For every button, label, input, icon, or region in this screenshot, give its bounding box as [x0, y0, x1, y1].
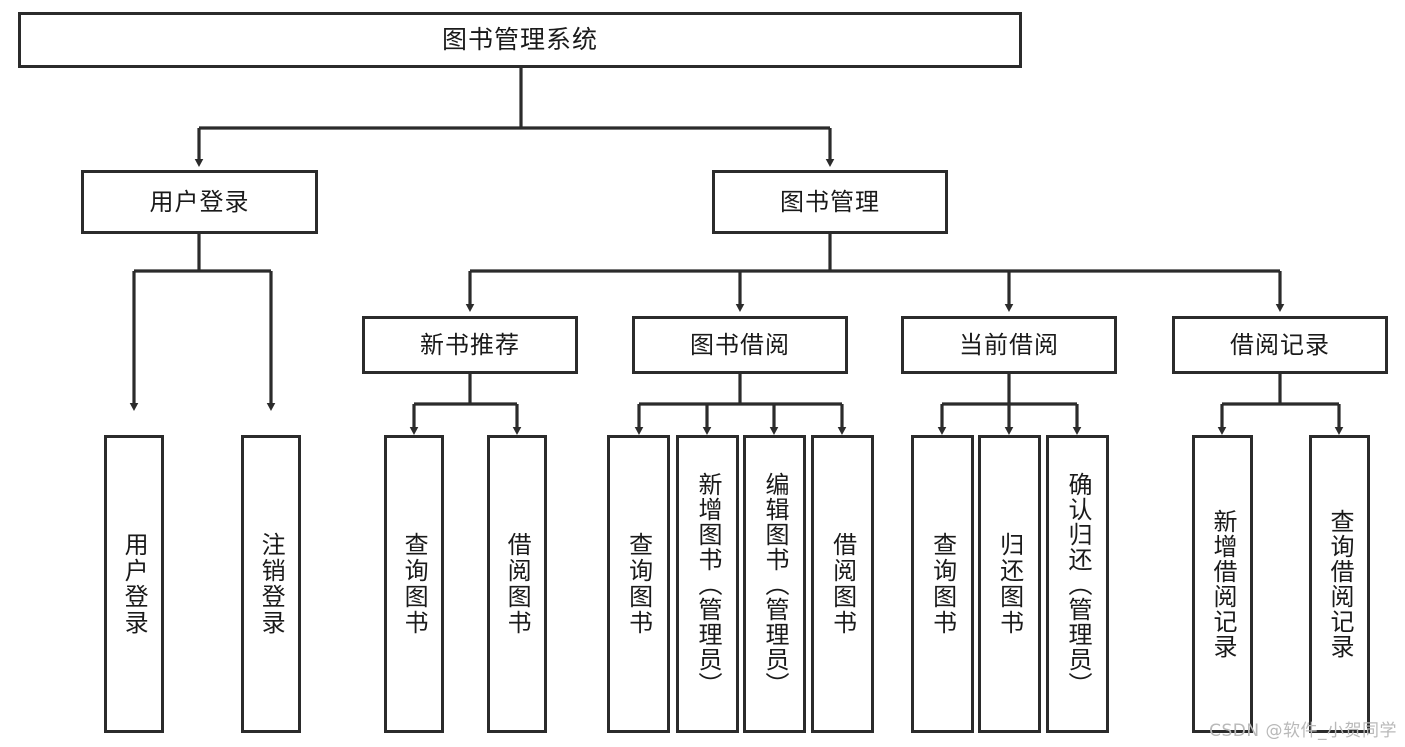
leaf-borrow-book-recommend[interactable]: 借阅图书 — [487, 435, 547, 733]
leaf-query-book-recommend[interactable]: 查询图书 — [384, 435, 444, 733]
leaf-return-book[interactable]: 归还图书 — [978, 435, 1041, 733]
leaf-borrow-book[interactable]: 借阅图书 — [811, 435, 874, 733]
node-book-borrow[interactable]: 图书借阅 — [632, 316, 848, 374]
leaf-logout[interactable]: 注销登录 — [241, 435, 301, 733]
leaf-add-borrow-record[interactable]: 新增借阅记录 — [1192, 435, 1253, 733]
node-borrow-record[interactable]: 借阅记录 — [1172, 316, 1388, 374]
leaf-confirm-return-admin[interactable]: 确认归还（管理员） — [1046, 435, 1109, 733]
node-current-borrow[interactable]: 当前借阅 — [901, 316, 1117, 374]
leaf-query-book-borrow[interactable]: 查询图书 — [607, 435, 670, 733]
node-root-system[interactable]: 图书管理系统 — [18, 12, 1022, 68]
leaf-query-book-current[interactable]: 查询图书 — [911, 435, 974, 733]
leaf-edit-book-admin[interactable]: 编辑图书（管理员） — [743, 435, 806, 733]
node-book-management[interactable]: 图书管理 — [712, 170, 948, 234]
leaf-user-login[interactable]: 用户登录 — [104, 435, 164, 733]
node-new-book-recommend[interactable]: 新书推荐 — [362, 316, 578, 374]
leaf-add-book-admin[interactable]: 新增图书（管理员） — [676, 435, 739, 733]
node-user-login[interactable]: 用户登录 — [81, 170, 318, 234]
leaf-query-borrow-record[interactable]: 查询借阅记录 — [1309, 435, 1370, 733]
